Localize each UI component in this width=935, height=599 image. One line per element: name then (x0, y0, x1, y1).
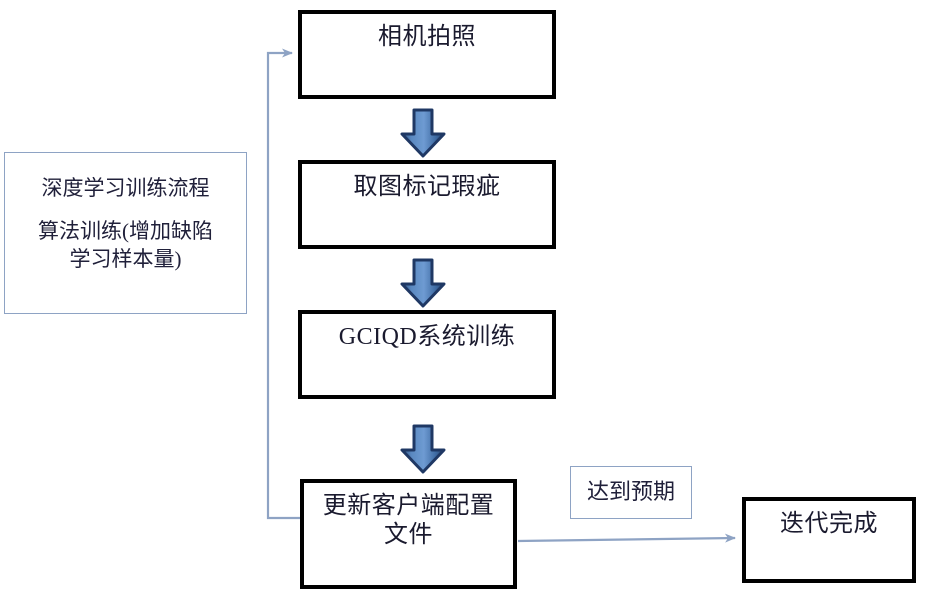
description-line-1: 深度学习训练流程 (41, 176, 210, 200)
node-update-line-1: 更新客户端配置 (322, 493, 495, 519)
node-camera-capture[interactable]: 相机拍照 (298, 10, 556, 99)
down-block-arrow-3 (400, 424, 446, 474)
node-system-training-label: GCIQD系统训练 (338, 324, 516, 350)
down-block-arrow-2 (400, 258, 446, 308)
paragraph-spacer (5, 202, 246, 218)
description-panel: 深度学习训练流程 算法训练(增加缺陷 学习样本量) (4, 152, 247, 314)
node-iteration-complete-label: 迭代完成 (780, 511, 878, 537)
node-system-training[interactable]: GCIQD系统训练 (298, 310, 556, 399)
node-update-client-config-label: 更新客户端配置 文件 (304, 483, 513, 551)
description-line-3: 学习样本量) (69, 246, 182, 271)
annotation-expected-reached-label: 达到预期 (586, 479, 675, 504)
description-text: 深度学习训练流程 算法训练(增加缺陷 学习样本量) (5, 153, 246, 273)
node-update-client-config[interactable]: 更新客户端配置 文件 (300, 479, 517, 589)
annotation-expected-reached: 达到预期 (570, 466, 692, 519)
update-to-complete-arrow (517, 533, 736, 543)
node-mark-defects-label: 取图标记瑕疵 (353, 174, 501, 200)
node-camera-capture-label: 相机拍照 (378, 24, 476, 50)
down-block-arrow-1 (400, 108, 446, 158)
description-line-2: 算法训练(增加缺陷 (38, 219, 213, 244)
node-iteration-complete[interactable]: 迭代完成 (742, 497, 916, 583)
node-update-line-2: 文件 (384, 522, 433, 549)
feedback-loop-arrow (266, 48, 300, 520)
node-mark-defects[interactable]: 取图标记瑕疵 (298, 160, 556, 249)
